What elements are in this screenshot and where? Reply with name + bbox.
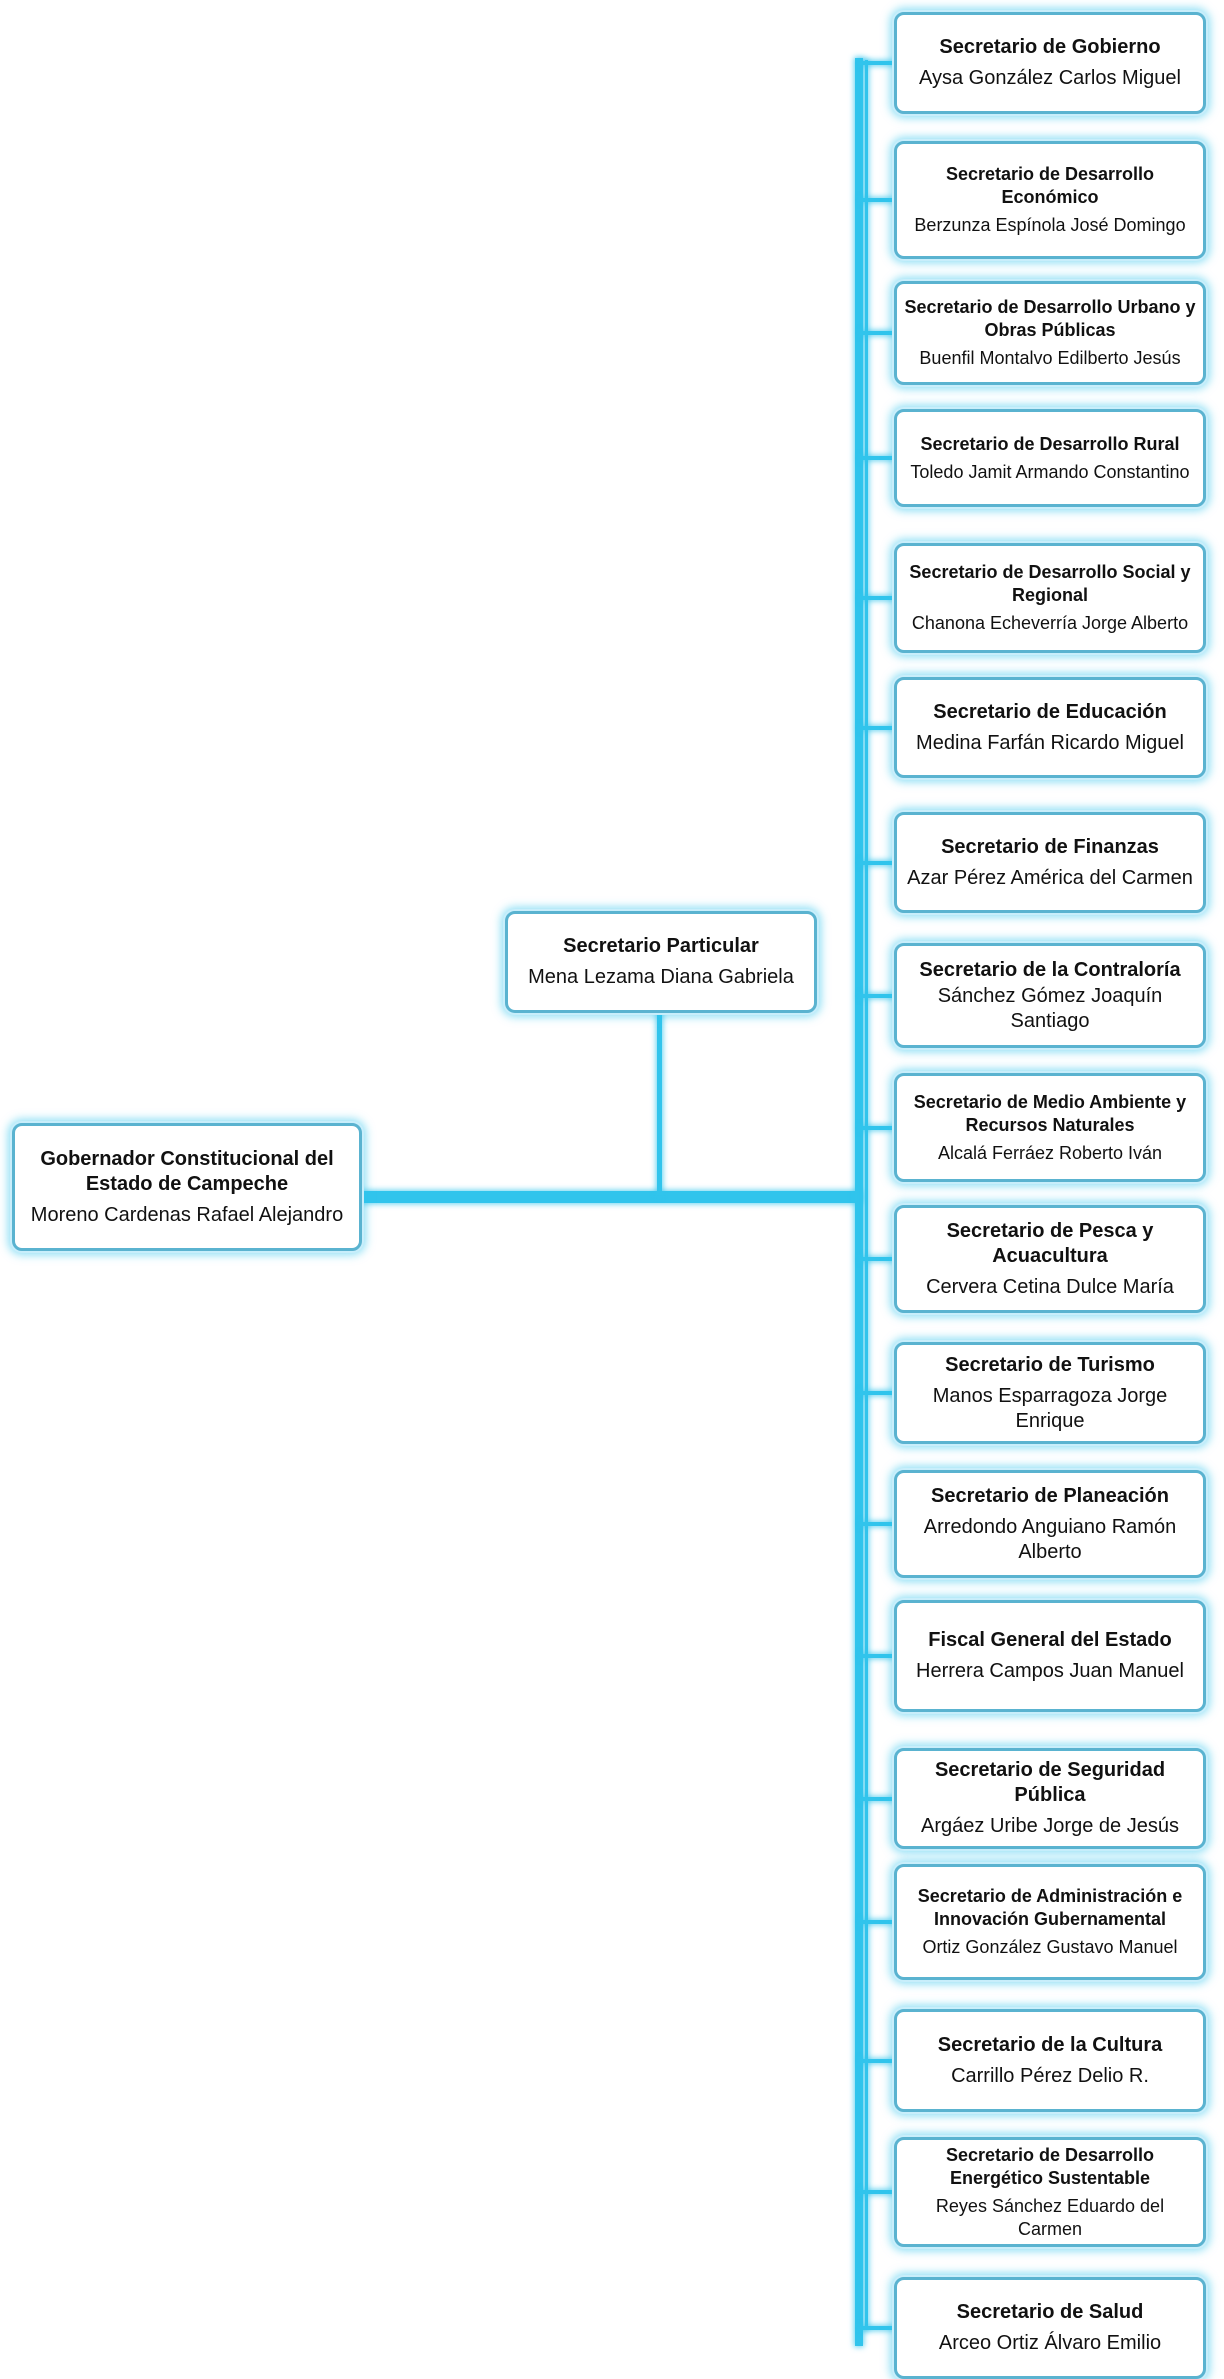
secretary-title: Secretario de Planeación xyxy=(931,1484,1169,1507)
connector-secretary xyxy=(860,456,896,460)
secretary-title: Secretario de Administración e Innovació… xyxy=(917,1886,1183,1929)
connector-secretary xyxy=(860,1796,896,1801)
secretary-title: Secretario de la Contraloría xyxy=(919,958,1181,981)
secretary-name: Carrillo Pérez Delio R. xyxy=(951,2064,1149,2087)
secretary-title: Secretario de Salud xyxy=(956,2301,1144,2323)
secretary-name: Berzunza Espínola José Domingo xyxy=(914,215,1186,235)
secretary-title: Secretario de Desarrollo Social y Region… xyxy=(909,562,1191,605)
connector-secretary xyxy=(860,725,896,730)
governor-box: Gobernador Constitucional del Estado de … xyxy=(12,1123,362,1251)
secretary-box: Secretario de Administración e Innovació… xyxy=(894,1864,1206,1980)
connector-secretary xyxy=(860,61,896,65)
connector-assistant xyxy=(657,1009,662,1195)
connector-secretary xyxy=(860,1654,896,1658)
connector-secretary xyxy=(860,1522,896,1526)
connector-secretary xyxy=(860,1920,896,1924)
connector-secretary xyxy=(860,1391,896,1395)
secretary-title: Secretario de Desarrollo Rural xyxy=(920,433,1180,454)
secretary-title: Fiscal General del Estado xyxy=(928,1629,1172,1651)
secretary-name: Arredondo Anguiano Ramón Alberto xyxy=(923,1515,1177,1563)
secretary-title: Secretario de Desarrollo Económico xyxy=(945,164,1155,207)
secretary-title: Secretario de Pesca y Acuacultura xyxy=(946,1219,1154,1267)
connector-secretary xyxy=(860,2190,896,2194)
secretary-name: Herrera Campos Juan Manuel xyxy=(916,1660,1184,1682)
secretary-title: Secretario de Desarrollo Energético Sust… xyxy=(945,2144,1155,2188)
secretary-title: Secretario de Finanzas xyxy=(941,835,1159,858)
connector-secretary xyxy=(860,1125,896,1130)
secretary-box: Secretario de Desarrollo Social y Region… xyxy=(894,543,1206,653)
connector-secretary xyxy=(860,2058,896,2063)
secretary-name: Reyes Sánchez Eduardo del Carmen xyxy=(935,2195,1165,2239)
secretary-name: Cervera Cetina Dulce María xyxy=(926,1275,1174,1298)
secretary-box: Secretario de Desarrollo Energético Sust… xyxy=(894,2137,1206,2247)
secretary-title: Secretario de Turismo xyxy=(945,1353,1155,1376)
secretary-name: Arceo Ortiz Álvaro Emilio xyxy=(938,2332,1162,2354)
connector-secretary xyxy=(860,1257,896,1261)
secretary-name: Alcalá Ferráez Roberto Iván xyxy=(937,1142,1163,1163)
secretary-name: Toledo Jamit Armando Constantino xyxy=(910,461,1190,482)
secretary-name: Manos Esparragoza Jorge Enrique xyxy=(932,1384,1168,1432)
connector-secretary xyxy=(860,993,896,998)
secretary-name: Medina Farfán Ricardo Miguel xyxy=(916,731,1184,754)
secretary-name: Argáez Uribe Jorge de Jesús xyxy=(921,1815,1179,1837)
assistant-name: Mena Lezama Diana Gabriela xyxy=(528,966,794,988)
connector-thin-bus xyxy=(865,60,868,2330)
connector-secretary xyxy=(860,331,896,335)
connector-secretary xyxy=(860,2326,896,2330)
secretary-name: Chanona Echeverría Jorge Alberto xyxy=(911,613,1189,633)
secretary-title: Secretario de Gobierno xyxy=(939,36,1161,58)
connector-secretary xyxy=(860,198,896,202)
secretary-title: Secretario de la Cultura xyxy=(937,2033,1163,2056)
secretary-title: Secretario de Seguridad Pública xyxy=(934,1759,1166,1806)
assistant-box: Secretario Particular Mena Lezama Diana … xyxy=(505,911,817,1013)
secretary-name: Ortiz González Gustavo Manuel xyxy=(922,1937,1178,1957)
secretary-box: Secretario de Desarrollo Urbano y Obras … xyxy=(894,281,1206,385)
connector-main-bus xyxy=(855,58,863,2346)
assistant-title: Secretario Particular xyxy=(563,935,759,957)
secretary-title: Secretario de Educación xyxy=(933,700,1167,723)
secretary-box: Secretario de Medio Ambiente y Recursos … xyxy=(894,1073,1206,1182)
governor-title: Gobernador Constitucional del Estado de … xyxy=(40,1147,334,1195)
secretary-name: Buenfil Montalvo Edilberto Jesús xyxy=(919,348,1181,368)
secretary-title: Secretario de Medio Ambiente y Recursos … xyxy=(913,1091,1187,1135)
connector-secretary xyxy=(860,860,896,865)
secretary-name: Azar Pérez América del Carmen xyxy=(907,866,1193,889)
secretary-title: Secretario de Desarrollo Urbano y Obras … xyxy=(904,297,1196,340)
connector-root-trunk xyxy=(360,1191,862,1203)
secretary-name: Aysa González Carlos Miguel xyxy=(919,67,1181,89)
governor-name: Moreno Cardenas Rafael Alejandro xyxy=(30,1203,344,1226)
secretary-name: Sánchez Gómez Joaquín Santiago xyxy=(937,984,1163,1032)
connector-secretary xyxy=(860,596,896,600)
